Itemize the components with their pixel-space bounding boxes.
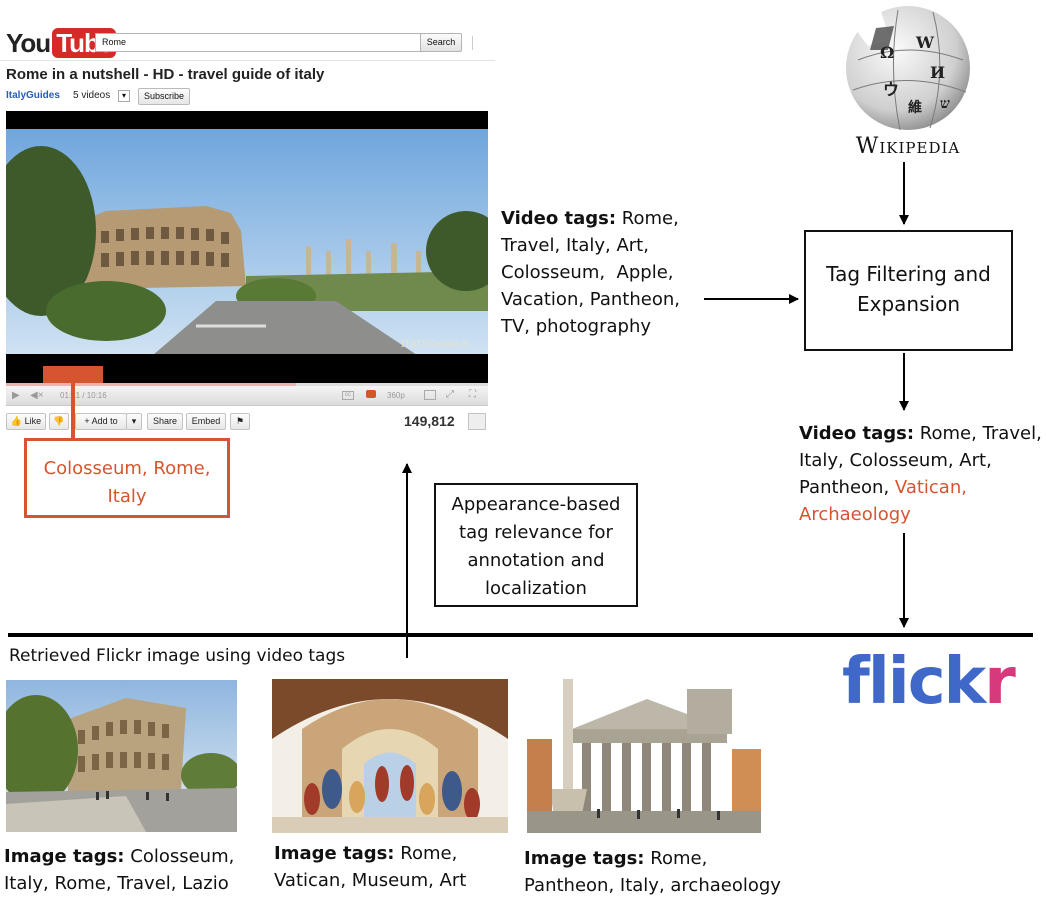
video-tags-output-label: Video tags: bbox=[799, 423, 915, 444]
flickr-image-colosseum bbox=[6, 680, 237, 832]
thumbs-up-icon: 👍 bbox=[10, 416, 23, 426]
embed-button[interactable]: Embed bbox=[186, 413, 226, 430]
videos-dropdown-icon[interactable]: ▾ bbox=[118, 90, 130, 102]
video-count: 5 videos bbox=[73, 90, 111, 101]
image-caption-1-line2: Italy, Rome, Travel, Lazio bbox=[4, 873, 229, 894]
expand-icon[interactable]: ⤢ bbox=[446, 389, 454, 400]
wikipedia-wordmark: Wikipedia bbox=[855, 134, 961, 159]
fullscreen-icon[interactable]: ⛶ bbox=[469, 389, 476, 400]
annotations-icon[interactable] bbox=[366, 390, 376, 398]
image-caption-3-label: Image tags: bbox=[524, 848, 645, 869]
relevance-line3: annotation and bbox=[467, 550, 605, 571]
captions-icon[interactable]: cc bbox=[342, 391, 354, 400]
callout-line-1: Colosseum, Rome, bbox=[43, 458, 211, 479]
share-button[interactable]: Share bbox=[147, 413, 183, 430]
glyph-u: ウ bbox=[883, 80, 899, 99]
video-title: Rome in a nutshell - HD - travel guide o… bbox=[6, 66, 325, 83]
image-caption-1-line1: Colosseum, bbox=[130, 846, 235, 867]
stats-icon[interactable] bbox=[468, 413, 486, 430]
video-tags-output-line3-red: Vatican, bbox=[894, 477, 967, 498]
image-caption-1: Image tags: Colosseum, Italy, Rome, Trav… bbox=[4, 843, 266, 897]
video-player[interactable]: ITALYGuides.it bbox=[6, 111, 488, 383]
player-controls: ▶ ◀× 01:21 / 10:16 cc 360p ⤢ ⛶ bbox=[6, 386, 488, 406]
video-frame-colosseum: ITALYGuides.it bbox=[6, 111, 488, 383]
youtube-logo-you: You bbox=[6, 28, 51, 58]
flickr-logo: flickr bbox=[842, 645, 1016, 719]
glyph-i: И bbox=[930, 63, 945, 82]
volume-icon[interactable]: ◀× bbox=[30, 390, 44, 401]
video-tags-output-line4: Archaeology bbox=[799, 504, 911, 525]
relevance-box: Appearance-based tag relevance for annot… bbox=[434, 483, 638, 607]
video-watermark: ITALYGuides.it bbox=[401, 340, 469, 350]
video-tags-output-line1: Rome, Travel, bbox=[919, 423, 1042, 444]
flickr-logo-blue: flick bbox=[842, 645, 986, 719]
thumbs-down-icon: 👎 bbox=[53, 416, 65, 426]
school-of-athens-photo bbox=[272, 679, 508, 833]
video-tags-output: Video tags: Rome, Travel, Italy, Colosse… bbox=[799, 420, 1046, 528]
relevance-line4: localization bbox=[485, 578, 587, 599]
video-tags-input-line3: Colosseum, Apple, bbox=[501, 262, 674, 283]
tag-filtering-line2: Expansion bbox=[857, 292, 960, 316]
colosseum-photo bbox=[6, 680, 237, 832]
tag-filtering-box: Tag Filtering and Expansion bbox=[804, 230, 1013, 351]
callout-connector bbox=[71, 383, 75, 441]
progress-played bbox=[6, 383, 296, 386]
image-caption-3-line2: Pantheon, Italy, archaeology bbox=[524, 875, 781, 896]
flag-button[interactable]: ⚑ bbox=[230, 413, 250, 430]
image-caption-2-line2: Vatican, Museum, Art bbox=[274, 870, 467, 891]
search-button[interactable]: Search bbox=[420, 33, 462, 52]
video-tags-input-line5: TV, photography bbox=[501, 316, 652, 337]
flickr-image-vatican bbox=[272, 679, 508, 833]
section-divider bbox=[8, 633, 1033, 637]
play-icon[interactable]: ▶ bbox=[12, 390, 20, 401]
retrieved-label: Retrieved Flickr image using video tags bbox=[9, 646, 346, 666]
header-separator bbox=[0, 60, 495, 61]
image-caption-3: Image tags: Rome, Pantheon, Italy, archa… bbox=[524, 845, 824, 899]
wikipedia-globe: Ω W И ウ 維 ש bbox=[838, 0, 978, 140]
video-tags-output-line3-black: Pantheon, bbox=[799, 477, 890, 498]
image-caption-1-label: Image tags: bbox=[4, 846, 125, 867]
chevron-down-icon: ▾ bbox=[131, 416, 137, 426]
quality-selector[interactable]: 360p bbox=[387, 391, 405, 400]
header-divider bbox=[472, 36, 473, 50]
glyph-shin: ש bbox=[940, 96, 950, 112]
plus-icon: + bbox=[84, 416, 90, 426]
video-tags-input: Video tags: Rome, Travel, Italy, Art, Co… bbox=[501, 205, 711, 340]
view-count: 149,812 bbox=[404, 413, 455, 429]
like-button[interactable]: 👍 Like bbox=[6, 413, 46, 430]
glyph-omega: Ω bbox=[880, 43, 894, 62]
glyph-wei: 維 bbox=[908, 99, 922, 116]
pantheon-photo bbox=[527, 679, 761, 833]
like-label: Like bbox=[24, 416, 42, 426]
glyph-w: W bbox=[915, 33, 935, 52]
video-tags-output-line2: Italy, Colosseum, Art, bbox=[799, 450, 992, 471]
add-to-dropdown[interactable]: ▾ bbox=[126, 413, 142, 430]
video-tags-input-line2: Travel, Italy, Art, bbox=[501, 235, 649, 256]
popout-icon[interactable] bbox=[424, 390, 436, 400]
flickr-image-pantheon bbox=[527, 679, 761, 833]
image-caption-2-line1: Rome, bbox=[400, 843, 458, 864]
callout-line-2: Italy bbox=[107, 486, 147, 507]
add-to-button[interactable]: + Add to bbox=[75, 413, 127, 430]
subscribe-button[interactable]: Subscribe bbox=[138, 88, 190, 105]
flickr-logo-pink: r bbox=[984, 645, 1016, 719]
relevance-line2: tag relevance for bbox=[459, 522, 613, 543]
relevance-line1: Appearance-based bbox=[451, 494, 621, 515]
tag-filtering-line1: Tag Filtering and bbox=[826, 262, 991, 286]
dislike-button[interactable]: 👎 bbox=[49, 413, 69, 430]
video-tags-input-line1: Rome, bbox=[621, 208, 679, 229]
image-caption-2-label: Image tags: bbox=[274, 843, 395, 864]
callout-box: Colosseum, Rome, Italy bbox=[24, 438, 230, 518]
wikipedia-globe-icon: Ω W И ウ 維 ש bbox=[846, 6, 970, 131]
channel-link[interactable]: ItalyGuides bbox=[6, 90, 60, 101]
add-to-label: Add to bbox=[91, 416, 118, 426]
image-caption-3-line1: Rome, bbox=[650, 848, 708, 869]
image-caption-2: Image tags: Rome, Vatican, Museum, Art bbox=[274, 840, 514, 894]
video-tags-input-label: Video tags: bbox=[501, 208, 617, 229]
video-tags-input-line4: Vacation, Pantheon, bbox=[501, 289, 680, 310]
time-display: 01:21 / 10:16 bbox=[60, 391, 107, 400]
highlighted-segment bbox=[43, 366, 103, 383]
flag-icon: ⚑ bbox=[235, 416, 245, 426]
